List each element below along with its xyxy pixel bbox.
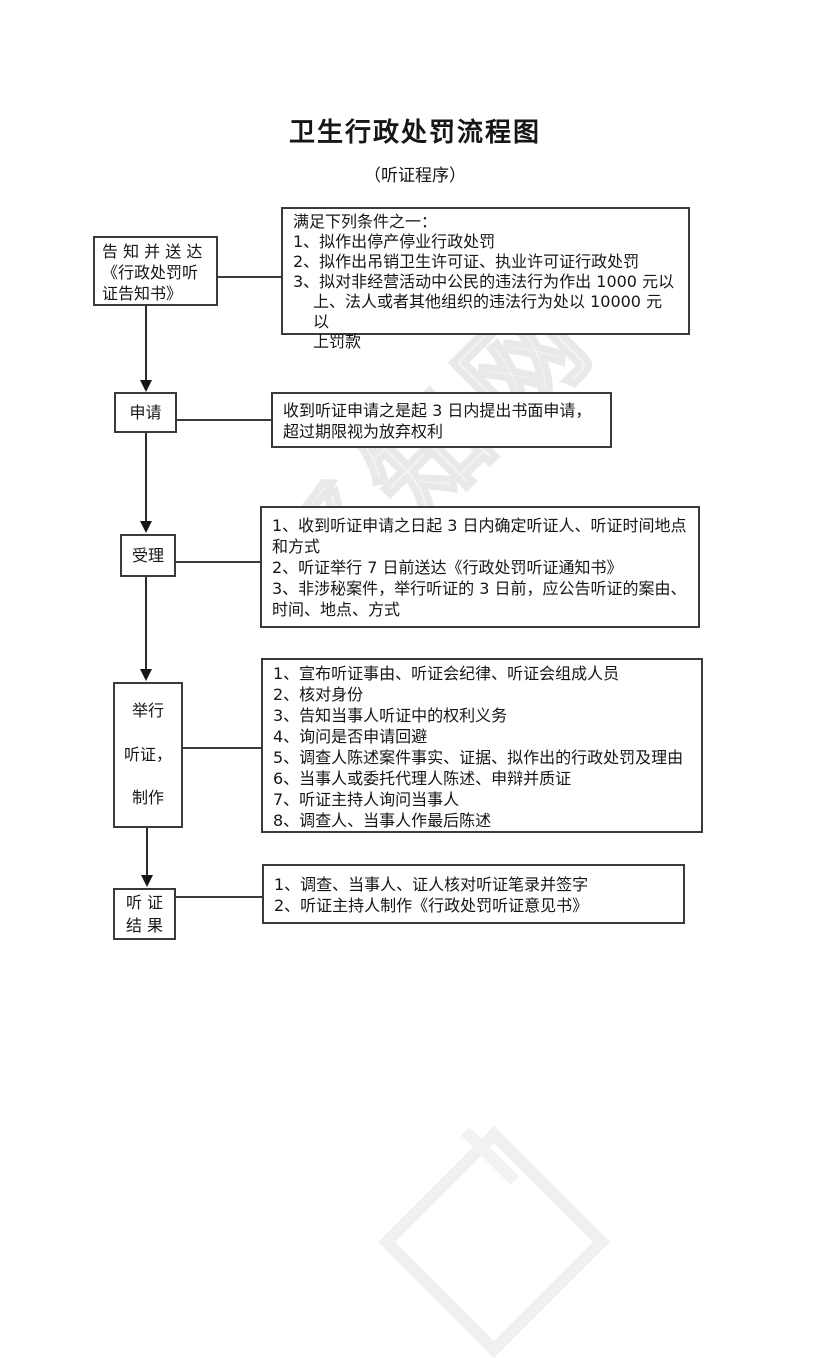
text-line: 上罚款: [313, 332, 362, 351]
text-line: 时间、地点、方式: [272, 600, 401, 619]
text-line: 收到听证申请之是起 3 日内提出书面申请，: [283, 401, 592, 420]
arrow-down-3: [140, 577, 152, 681]
text-line: 证告知书》: [102, 284, 183, 303]
text-line: 申请: [129, 403, 162, 422]
arrow-down-4: [141, 828, 153, 887]
text-line: 3、拟对非经营活动中公民的违法行为作出 1000 元以: [293, 272, 675, 291]
flow-step-accept-box: 受理: [120, 534, 176, 577]
text-line: 8、调查人、当事人作最后陈述: [273, 811, 492, 830]
connector-line-5: [176, 896, 262, 898]
text-line: 7、听证主持人询问当事人: [273, 790, 460, 809]
flow-step-apply-box: 申请: [114, 392, 177, 433]
detail-box-apply-rule: 收到听证申请之是起 3 日内提出书面申请， 超过期限视为放弃权利: [271, 392, 612, 448]
text-line: 6、当事人或委托代理人陈述、申辩并质证: [273, 769, 572, 788]
connector-line-2: [177, 419, 271, 421]
page-title: 卫生行政处罚流程图: [288, 118, 541, 148]
arrow-down-2: [140, 433, 152, 533]
text-line: 4、询问是否申请回避: [273, 727, 428, 746]
text-line: 2、核对身份: [273, 685, 364, 704]
text-line: 1、收到听证申请之日起 3 日内确定听证人、听证时间地点: [272, 516, 687, 535]
connector-line-3: [176, 561, 260, 563]
text-line: 1、拟作出停产停业行政处罚: [293, 232, 496, 251]
text-line: 结 果: [125, 916, 164, 935]
detail-box-result-rule: 1、调查、当事人、证人核对听证笔录并签字 2、听证主持人制作《行政处罚听证意见书》: [262, 864, 685, 924]
text-line: 听 证: [125, 893, 164, 912]
flow-step-result-box: 听 证结 果: [113, 888, 176, 940]
text-line: 超过期限视为放弃权利: [283, 422, 444, 441]
text-line: 满足下列条件之一：: [293, 212, 438, 231]
text-line: 5、调查人陈述案件事实、证据、拟作出的行政处罚及理由: [273, 748, 684, 767]
text-line: 举行: [131, 701, 164, 720]
page-subtitle: （听证程序）: [364, 166, 466, 186]
text-line: 2、拟作出吊销卫生许可证、执业许可证行政处罚: [293, 252, 640, 271]
text-line: 3、非涉秘案件，举行听证的 3 日前，应公告听证的案由、: [272, 579, 687, 598]
text-line: 上、法人或者其他组织的违法行为处以 10000 元以: [313, 292, 663, 331]
text-line: 和方式: [272, 537, 321, 556]
connector-line-1: [218, 276, 281, 278]
text-line: 受理: [131, 546, 164, 565]
arrow-down-1: [140, 306, 152, 392]
text-line: 《行政处罚听: [102, 263, 199, 282]
text-line: 2、听证主持人制作《行政处罚听证意见书》: [274, 896, 589, 915]
text-line: 制作: [131, 788, 164, 807]
text-line: 1、调查、当事人、证人核对听证笔录并签字: [274, 875, 589, 894]
text-line: 2、听证举行 7 日前送达《行政处罚听证通知书》: [272, 558, 623, 577]
detail-box-hearing-procedure: 1、宣布听证事由、听证会纪律、听证会组成人员 2、核对身份 3、告知当事人听证中的权…: [261, 658, 703, 833]
flow-step-hearing-box: 举行听证， 制作: [113, 682, 183, 828]
connector-line-4: [183, 747, 261, 749]
detail-box-accept-rule: 1、收到听证申请之日起 3 日内确定听证人、听证时间地点和方式 2、听证举行 7 …: [260, 506, 700, 628]
flow-step-notify-box: 告 知 并 送 达《行政处罚听证告知书》: [93, 236, 218, 306]
text-line: 听证，: [123, 744, 172, 764]
text-line: 1、宣布听证事由、听证会纪律、听证会组成人员: [273, 664, 620, 683]
text-line: 3、告知当事人听证中的权利义务: [273, 706, 508, 725]
text-line: 告 知 并 送 达: [102, 242, 203, 261]
